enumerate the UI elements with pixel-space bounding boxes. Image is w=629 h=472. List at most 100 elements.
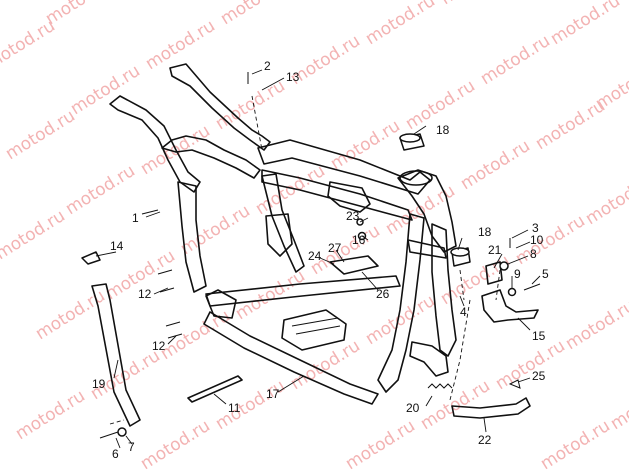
- watermark-text: motod.ru: [537, 416, 614, 472]
- watermark-text: motod.ru: [42, 0, 119, 29]
- guide-line-6: [109, 419, 125, 425]
- motorcycle-frame: [109, 63, 457, 405]
- callout-number: 24: [308, 249, 322, 263]
- callout-number: 3: [532, 221, 539, 235]
- watermark-text: motod.ru: [177, 201, 254, 259]
- callout-number: 22: [478, 433, 492, 447]
- callout-number: 25: [532, 369, 546, 383]
- callout-number: 17: [266, 387, 280, 401]
- watermark-text: motod.ru: [362, 291, 439, 349]
- frame-cap: [81, 251, 101, 265]
- watermark-text: motod.ru: [217, 0, 294, 29]
- sidestand-ear: [485, 261, 503, 285]
- callout-number: 9: [514, 267, 521, 281]
- callout-number: 5: [542, 267, 549, 281]
- watermark-text: motod.ru: [512, 211, 589, 269]
- callout-number: 21: [488, 243, 502, 257]
- callout-number: 18: [436, 123, 450, 137]
- callout-number: 1: [132, 211, 139, 225]
- transmission-mount-slots: [291, 317, 341, 335]
- watermark-text: motod.ru: [547, 0, 624, 49]
- watermark-text: motod.ru: [87, 346, 164, 404]
- sidestand-bracket: [481, 289, 539, 323]
- callout-number: 26: [376, 287, 390, 301]
- callout-number: 15: [532, 329, 546, 343]
- bolt-item-1: [141, 209, 159, 215]
- jiffy-stand-spring: [427, 383, 453, 389]
- lower-rear-crossmember: [205, 289, 237, 319]
- watermark-text: motod.ru: [382, 181, 459, 239]
- rear-fender-strut-right: [109, 95, 201, 193]
- watermark-text: motod.ru: [62, 161, 139, 219]
- callout-number: 23: [346, 209, 360, 223]
- callout-number: 12: [138, 287, 152, 301]
- upper-frame-rail: [261, 169, 413, 221]
- watermark-text: motod.ru: [417, 376, 494, 434]
- front-downtube-left: [431, 223, 457, 357]
- seat-rail: [161, 135, 261, 179]
- guide-line-15: [495, 269, 501, 301]
- callout-number: 27: [328, 241, 342, 255]
- callout-number: 13: [286, 70, 300, 84]
- callout-number: 4: [460, 305, 467, 319]
- front-lower-loop: [409, 341, 449, 377]
- watermark-text: motod.ru: [67, 61, 144, 119]
- side-cover: [91, 283, 141, 427]
- oil-line-bracket: [329, 255, 379, 275]
- callout-number: 6: [112, 447, 119, 461]
- bolt-item-12a: [157, 269, 175, 293]
- callout-number: 14: [110, 239, 124, 253]
- watermark-text: motod.ru: [212, 376, 289, 434]
- callout-number: 7: [128, 440, 135, 454]
- clip-item-25: [508, 379, 521, 389]
- watermark-text: motod.ru: [32, 286, 109, 344]
- callout-number: 11: [228, 401, 241, 415]
- swingarm-pivot-plate: [265, 213, 293, 257]
- component-parts: [81, 72, 541, 439]
- jiffy-stand: [451, 397, 531, 419]
- watermark-text: motod.ru: [592, 56, 629, 114]
- watermark-text: motod.ru: [437, 0, 514, 9]
- guide-line-4: [459, 269, 465, 301]
- rear-upright-right: [261, 173, 305, 273]
- watermark-text: motod.ru: [582, 171, 629, 229]
- center-bracket: [327, 181, 371, 213]
- watermark-text: motod.ru: [12, 386, 89, 444]
- washer-item-9: [507, 287, 517, 297]
- bolt-item-6: [99, 431, 119, 439]
- callout-leaders: [95, 69, 541, 449]
- watermark-text: motod.ru: [492, 336, 569, 394]
- callout-number: 16: [352, 233, 366, 247]
- bolt-item-12b: [165, 321, 183, 339]
- cable-rod: [187, 375, 243, 403]
- callout-number: 19: [92, 377, 106, 391]
- watermark-text: motod.ru: [137, 416, 214, 472]
- bolt-item-5: [523, 283, 541, 291]
- watermark-text: motod.ru: [607, 376, 629, 434]
- backbone-tube: [257, 139, 431, 195]
- lower-frame-rail-right: [203, 311, 379, 405]
- watermark-text: motod.ru: [327, 116, 404, 174]
- callout-number: 12: [152, 339, 166, 353]
- watermark-text: motod.ru: [0, 206, 69, 264]
- watermark-text: motod.ru: [362, 0, 439, 49]
- steering-head-cup: [399, 170, 433, 186]
- washer-item-7: [117, 427, 127, 437]
- guide-line-13: [251, 95, 263, 151]
- upper-crossmember: [407, 239, 447, 259]
- watermark-text: motod.ru: [477, 31, 554, 89]
- watermark-text: motod.ru: [2, 106, 79, 164]
- nut-item-8: [499, 261, 509, 271]
- transmission-mount: [281, 309, 347, 351]
- callout-number: 8: [530, 247, 537, 261]
- watermark-text: motod.ru: [562, 296, 629, 354]
- callout-number: 2: [264, 59, 271, 73]
- watermark-text: motod.ru: [232, 266, 309, 324]
- seat-post-tube: [177, 181, 207, 293]
- watermark-text: motod.ru: [342, 416, 419, 472]
- assembly-guide-lines: [109, 95, 501, 425]
- watermark-text: motod.ru: [457, 136, 534, 194]
